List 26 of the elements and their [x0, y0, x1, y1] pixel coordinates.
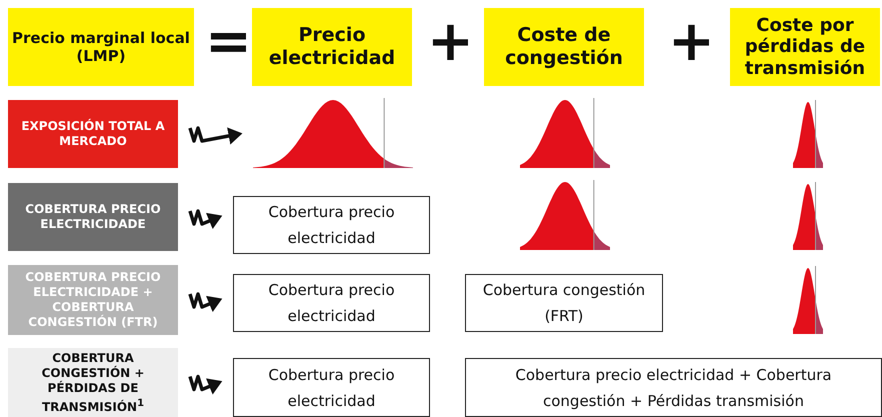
bell-curve-drawing	[520, 98, 610, 168]
hedge-box: Cobertura precio electricidad	[233, 274, 430, 332]
row-label-box: EXPOSICIÓN TOTAL A MERCADO	[8, 100, 178, 168]
header-box: Coste por pérdidas de transmisión	[730, 8, 880, 86]
bell-curve-drawing	[793, 266, 823, 334]
row-label-box: COBERTURA CONGESTIÓN + PÉRDIDAS DE TRANSMISIÓN$^{1}$	[8, 348, 178, 417]
bell-curve-drawing	[793, 182, 823, 250]
operator-sign: +	[427, 14, 474, 70]
hedge-box: Cobertura precio electricidad	[233, 358, 430, 417]
header-box: Coste de congestión	[484, 8, 644, 86]
hedge-box: Cobertura congestión (FRT)	[465, 274, 663, 332]
header-box: Precio electricidad	[252, 8, 412, 86]
arrow	[188, 126, 242, 145]
arrow	[188, 374, 222, 395]
bell-curve-drawing	[520, 180, 610, 250]
operator-sign: =	[205, 14, 252, 70]
hedge-box: Cobertura precio electricidad + Cobertura congestión + Pérdidas transmisión	[465, 358, 882, 417]
header-box: Precio marginal local (LMP)	[8, 8, 194, 86]
bell-curve-drawing	[793, 100, 823, 168]
bell-curve-drawing	[253, 98, 413, 168]
row-label-box: COBERTURA PRECIO ELECTRICIDADE + COBERTURA CONGESTIÓN (FTR)	[8, 265, 178, 335]
hedge-box: Cobertura precio electricidad	[233, 196, 430, 254]
operator-sign: +	[668, 14, 715, 70]
arrow	[188, 292, 222, 312]
arrow	[188, 209, 222, 230]
row-label-box: COBERTURA PRECIO ELECTRICIDADE	[8, 183, 178, 251]
